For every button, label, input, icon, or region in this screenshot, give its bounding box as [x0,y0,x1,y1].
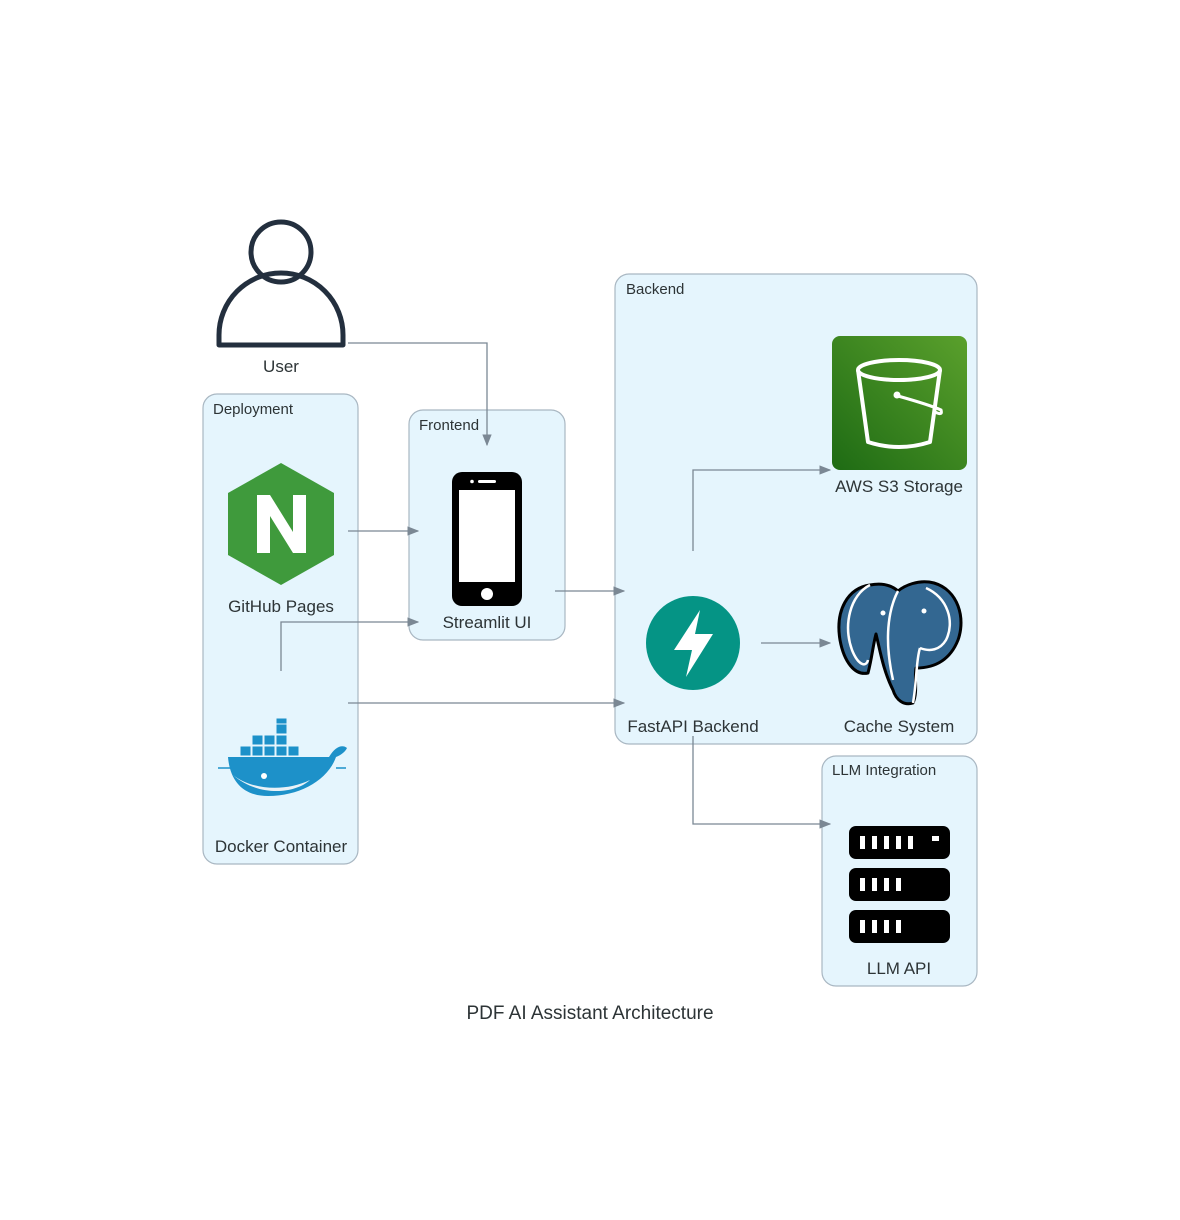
mobile-phone-icon [452,472,522,606]
diagram-title: PDF AI Assistant Architecture [466,1003,713,1024]
node-user: User [216,219,346,376]
cluster-frontend-title: Frontend [419,417,479,434]
node-docker: Docker Container [215,717,348,856]
node-github-pages: GitHub Pages [228,463,334,616]
node-streamlit-label: Streamlit UI [443,613,532,632]
node-streamlit: Streamlit UI [443,472,532,632]
node-github-pages-label: GitHub Pages [228,597,334,616]
node-fastapi-label: FastAPI Backend [627,717,758,736]
node-docker-label: Docker Container [215,837,348,856]
edge-fastapi-to-llm [692,736,832,829]
cluster-backend-title: Backend [626,281,684,298]
server-rack-icon [849,826,950,943]
postgresql-elephant-icon [837,580,963,706]
edge-user-to-streamlit [348,342,492,447]
aws-s3-bucket-icon [832,336,967,470]
edge-docker-to-streamlit [280,617,420,671]
node-cache-label: Cache System [844,717,955,736]
node-user-label: User [263,357,299,376]
node-fastapi: FastAPI Backend [627,596,759,736]
cluster-llm-title: LLM Integration [832,762,936,779]
fastapi-icon [646,596,740,690]
node-s3: AWS S3 Storage [832,336,967,496]
user-icon [216,219,346,348]
edge-fastapi-to-s3 [692,465,832,551]
node-llm-api-label: LLM API [867,959,931,978]
node-cache: Cache System [837,580,963,736]
docker-icon [218,717,347,796]
node-s3-label: AWS S3 Storage [835,477,963,496]
edges [280,342,832,829]
cluster-deployment-title: Deployment [213,401,294,418]
nginx-icon [228,463,334,585]
node-llm-api: LLM API [849,826,950,978]
